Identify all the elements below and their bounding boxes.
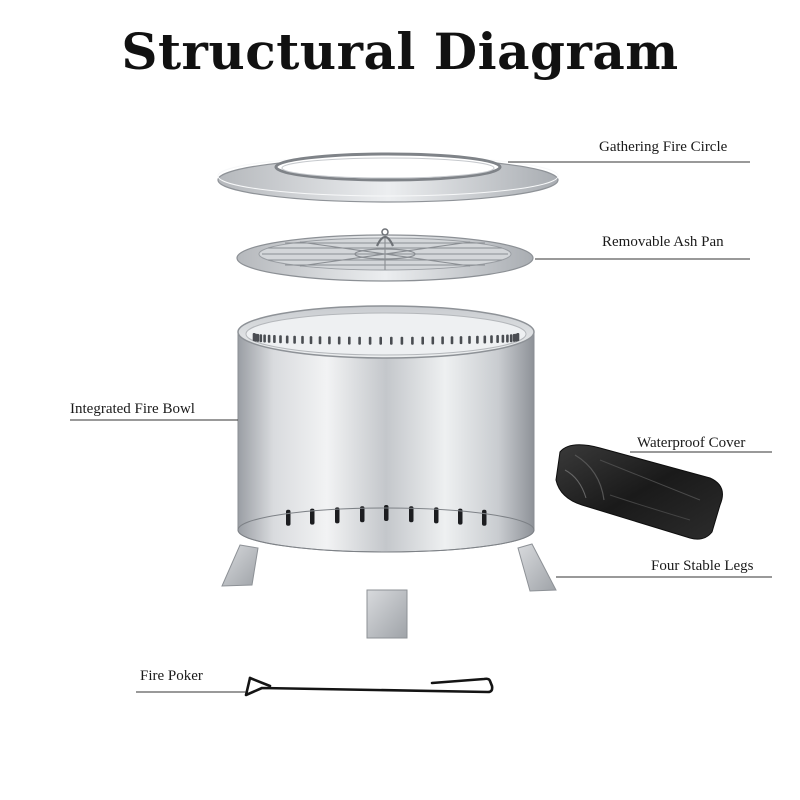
fire-poker-label: Fire Poker: [140, 668, 203, 684]
waterproof-cover-label: Waterproof Cover: [637, 435, 746, 451]
air-hole: [348, 336, 351, 345]
air-hole: [254, 333, 257, 342]
fire-poker-part: [244, 676, 494, 697]
air-hole: [490, 335, 493, 344]
vent-slot: [310, 508, 315, 525]
air-hole: [411, 336, 414, 345]
air-hole: [259, 334, 263, 343]
air-hole: [285, 335, 289, 344]
air-hole: [337, 336, 341, 345]
air-hole: [390, 336, 393, 345]
gathering-fire-circle-label: Gathering Fire Circle: [599, 139, 728, 155]
air-hole: [483, 335, 487, 344]
removable-ash-pan-part: [236, 228, 534, 282]
vent-slot: [335, 507, 340, 524]
air-hole: [263, 334, 266, 343]
air-hole: [293, 335, 296, 344]
air-hole: [267, 334, 271, 343]
vent-slot: [384, 505, 389, 521]
integrated-fire-bowl-label: Integrated Fire Bowl: [70, 401, 195, 417]
air-hole: [400, 336, 404, 345]
air-hole: [441, 336, 444, 345]
vent-slot: [409, 506, 414, 523]
leader-lines: [70, 161, 772, 693]
air-hole: [459, 336, 463, 345]
air-hole: [496, 335, 499, 343]
integrated-fire-bowl-part: [237, 305, 535, 553]
air-hole: [368, 336, 372, 345]
air-hole: [273, 335, 276, 343]
air-hole: [301, 335, 304, 344]
vent-slot: [286, 509, 291, 526]
vent-slot: [360, 506, 365, 523]
four-stable-legs-part: [221, 543, 557, 639]
air-hole: [516, 333, 520, 341]
gathering-fire-circle-part: [217, 152, 559, 203]
four-stable-legs-label: Four Stable Legs: [651, 558, 754, 574]
air-hole: [509, 334, 513, 343]
waterproof-cover-part: [555, 444, 723, 540]
air-hole: [309, 336, 313, 345]
air-hole: [512, 333, 516, 342]
air-hole: [450, 336, 454, 345]
air-hole: [318, 336, 322, 345]
page-title: Structural Diagram: [121, 22, 679, 81]
air-hole: [501, 334, 505, 343]
air-hole: [328, 336, 331, 345]
air-hole: [506, 334, 509, 343]
vent-slot: [482, 509, 487, 526]
air-hole: [476, 335, 479, 344]
air-hole: [468, 335, 471, 344]
removable-ash-pan-label: Removable Ash Pan: [602, 234, 724, 250]
air-hole: [279, 335, 282, 344]
air-hole: [431, 336, 435, 345]
air-hole: [256, 333, 260, 342]
air-hole: [421, 336, 424, 345]
vent-slot: [458, 508, 463, 525]
air-hole: [358, 336, 361, 345]
air-hole: [379, 336, 382, 345]
vent-slot: [434, 507, 439, 524]
